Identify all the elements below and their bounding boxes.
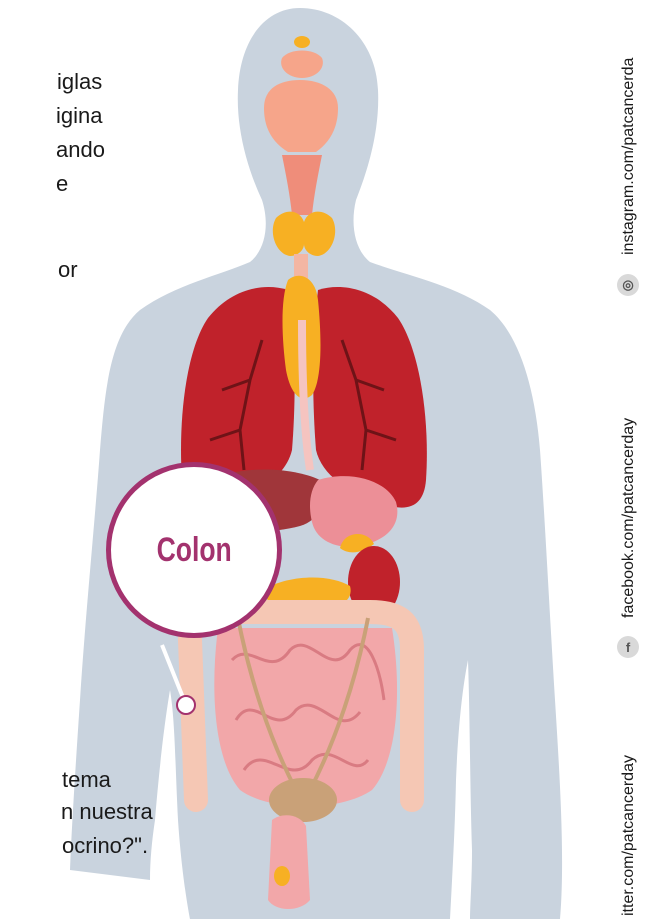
facebook-link[interactable]: facebook.com/patcancerday <box>620 418 638 618</box>
instagram-icon: ◎ <box>617 274 639 296</box>
facebook-icon: f <box>617 636 639 658</box>
social-links-strip: instagram.com/patcancerda ◎ facebook.com… <box>608 0 653 919</box>
callout-label: Colon <box>156 531 231 570</box>
twitter-link[interactable]: itter.com/patcancerday <box>620 755 638 916</box>
instagram-link[interactable]: instagram.com/patcancerda <box>620 58 638 255</box>
colon-callout: Colon <box>106 462 282 638</box>
